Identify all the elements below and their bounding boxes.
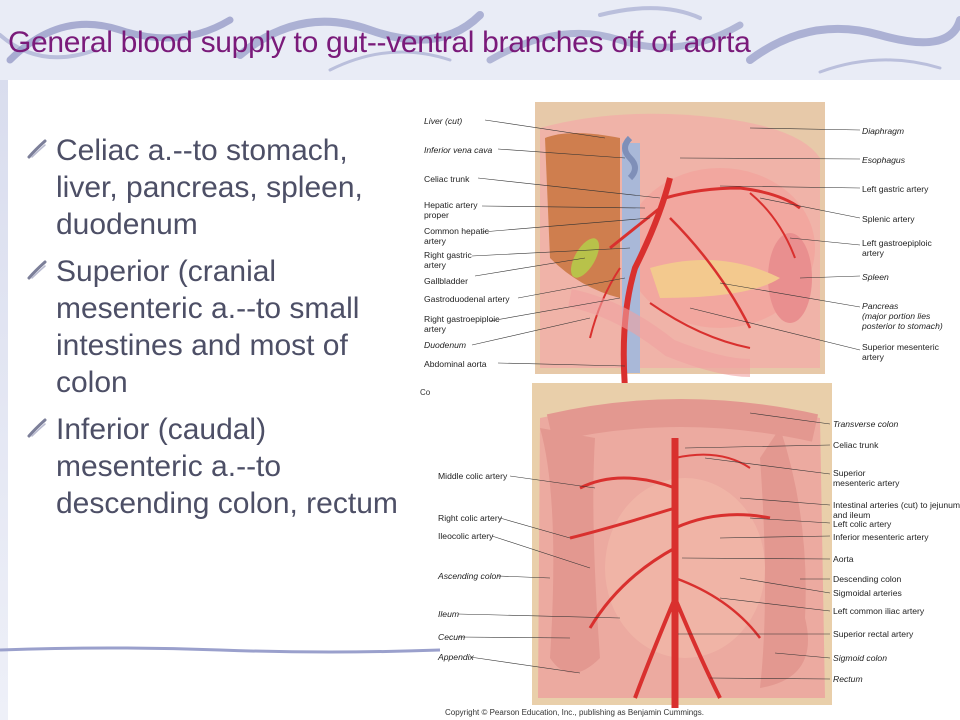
label-common-hepatic-2: artery	[424, 236, 446, 246]
label-right-gastroepiploic: Right gastroepiploic	[424, 314, 500, 324]
label-hepatic-artery-2: proper	[424, 210, 449, 220]
label-hepatic-artery: Hepatic artery	[424, 200, 478, 210]
bottom-decorative-rule	[0, 646, 440, 654]
label-sigmoid-colon: Sigmoid colon	[833, 653, 887, 663]
copyright-notice: Copyright © Pearson Education, Inc., pub…	[445, 708, 704, 717]
label-liver: Liver (cut)	[424, 116, 463, 126]
label-celiac-trunk-bottom: Celiac trunk	[833, 440, 879, 450]
bullet-list: Celiac a.--to stomach, liver, pancreas, …	[26, 132, 406, 532]
label-left-gastroepiploic-2: artery	[862, 248, 884, 258]
label-transverse-colon: Transverse colon	[833, 419, 899, 429]
label-superior-rectal-artery: Superior rectal artery	[833, 629, 914, 639]
label-right-gastric: Right gastric	[424, 250, 472, 260]
label-cecum: Cecum	[438, 632, 466, 642]
label-aorta: Aorta	[833, 554, 854, 564]
label-ascending-colon: Ascending colon	[438, 571, 502, 581]
label-ileum: Ileum	[438, 609, 460, 619]
label-celiac-trunk: Celiac trunk	[424, 174, 470, 184]
label-abdominal-aorta: Abdominal aorta	[424, 359, 487, 369]
leader-lines	[457, 119, 861, 680]
brush-stroke-bullet-icon	[27, 260, 47, 280]
label-sigmoidal-arteries: Sigmoidal arteries	[833, 588, 902, 598]
label-spleen: Spleen	[862, 272, 889, 282]
bullet-text: Celiac a.--to stomach, liver, pancreas, …	[56, 134, 363, 241]
label-intestinal-arteries: Intestinal arteries (cut) to jejunum	[833, 500, 960, 510]
brush-stroke-bullet-icon	[27, 139, 47, 159]
brush-stroke-bullet-icon	[27, 418, 47, 438]
label-gallbladder: Gallbladder	[424, 276, 468, 286]
label-inferior-vena-cava: Inferior vena cava	[424, 145, 493, 155]
bullet-item: Inferior (caudal) mesenteric a.--to desc…	[26, 411, 406, 522]
slide-title: General blood supply to gut--ventral bra…	[8, 26, 751, 59]
top-panel-illustration	[535, 102, 825, 389]
header-band: General blood supply to gut--ventral bra…	[0, 0, 960, 80]
label-superior-mesenteric-2: artery	[862, 352, 884, 362]
bottom-panel-illustration	[532, 383, 832, 708]
label-diaphragm: Diaphragm	[862, 126, 905, 136]
label-pancreas: Pancreas	[862, 301, 899, 311]
label-left-colic-artery: Left colic artery	[833, 519, 892, 529]
bullet-item: Celiac a.--to stomach, liver, pancreas, …	[26, 132, 406, 243]
label-middle-colic-artery: Middle colic artery	[438, 471, 508, 481]
label-left-gastric-artery: Left gastric artery	[862, 184, 929, 194]
label-right-gastroepiploic-2: artery	[424, 324, 446, 334]
label-left-gastroepiploic: Left gastroepiploic	[862, 238, 932, 248]
label-inferior-mesenteric-artery: Inferior mesenteric artery	[833, 532, 929, 542]
label-right-colic-artery: Right colic artery	[438, 513, 502, 523]
figure-fragment-text: Co	[420, 388, 431, 397]
label-rectum: Rectum	[833, 674, 863, 684]
label-descending-colon: Descending colon	[833, 574, 902, 584]
label-splenic-artery: Splenic artery	[862, 214, 915, 224]
label-gastroduodenal: Gastroduodenal artery	[424, 294, 510, 304]
label-intestinal-arteries-2: and ileum	[833, 510, 871, 520]
label-superior-mesenteric: Superior mesenteric	[862, 342, 939, 352]
bullet-item: Superior (cranial mesenteric a.--to smal…	[26, 253, 406, 401]
bullet-text: Inferior (caudal) mesenteric a.--to desc…	[56, 413, 398, 520]
side-stripe	[0, 80, 8, 720]
label-common-hepatic: Common hepatic	[424, 226, 489, 236]
bullet-text: Superior (cranial mesenteric a.--to smal…	[56, 255, 360, 399]
label-esophagus: Esophagus	[862, 155, 906, 165]
decorative-swirl-pattern	[0, 6, 960, 74]
label-ileocolic-artery: Ileocolic artery	[438, 531, 494, 541]
label-pancreas-2: (major portion lies	[862, 311, 931, 321]
label-superior-mesenteric-bottom-2: mesenteric artery	[833, 478, 900, 488]
label-left-common-iliac: Left common iliac artery	[833, 606, 925, 616]
label-duodenum: Duodenum	[424, 340, 467, 350]
anatomy-figure: Liver (cut) Inferior vena cava Celiac tr…	[420, 98, 960, 720]
label-superior-mesenteric-bottom: Superior	[833, 468, 866, 478]
anatomy-illustration	[457, 102, 861, 708]
label-appendix: Appendix	[438, 652, 474, 662]
label-pancreas-3: posterior to stomach)	[862, 321, 943, 331]
label-right-gastric-2: artery	[424, 260, 446, 270]
